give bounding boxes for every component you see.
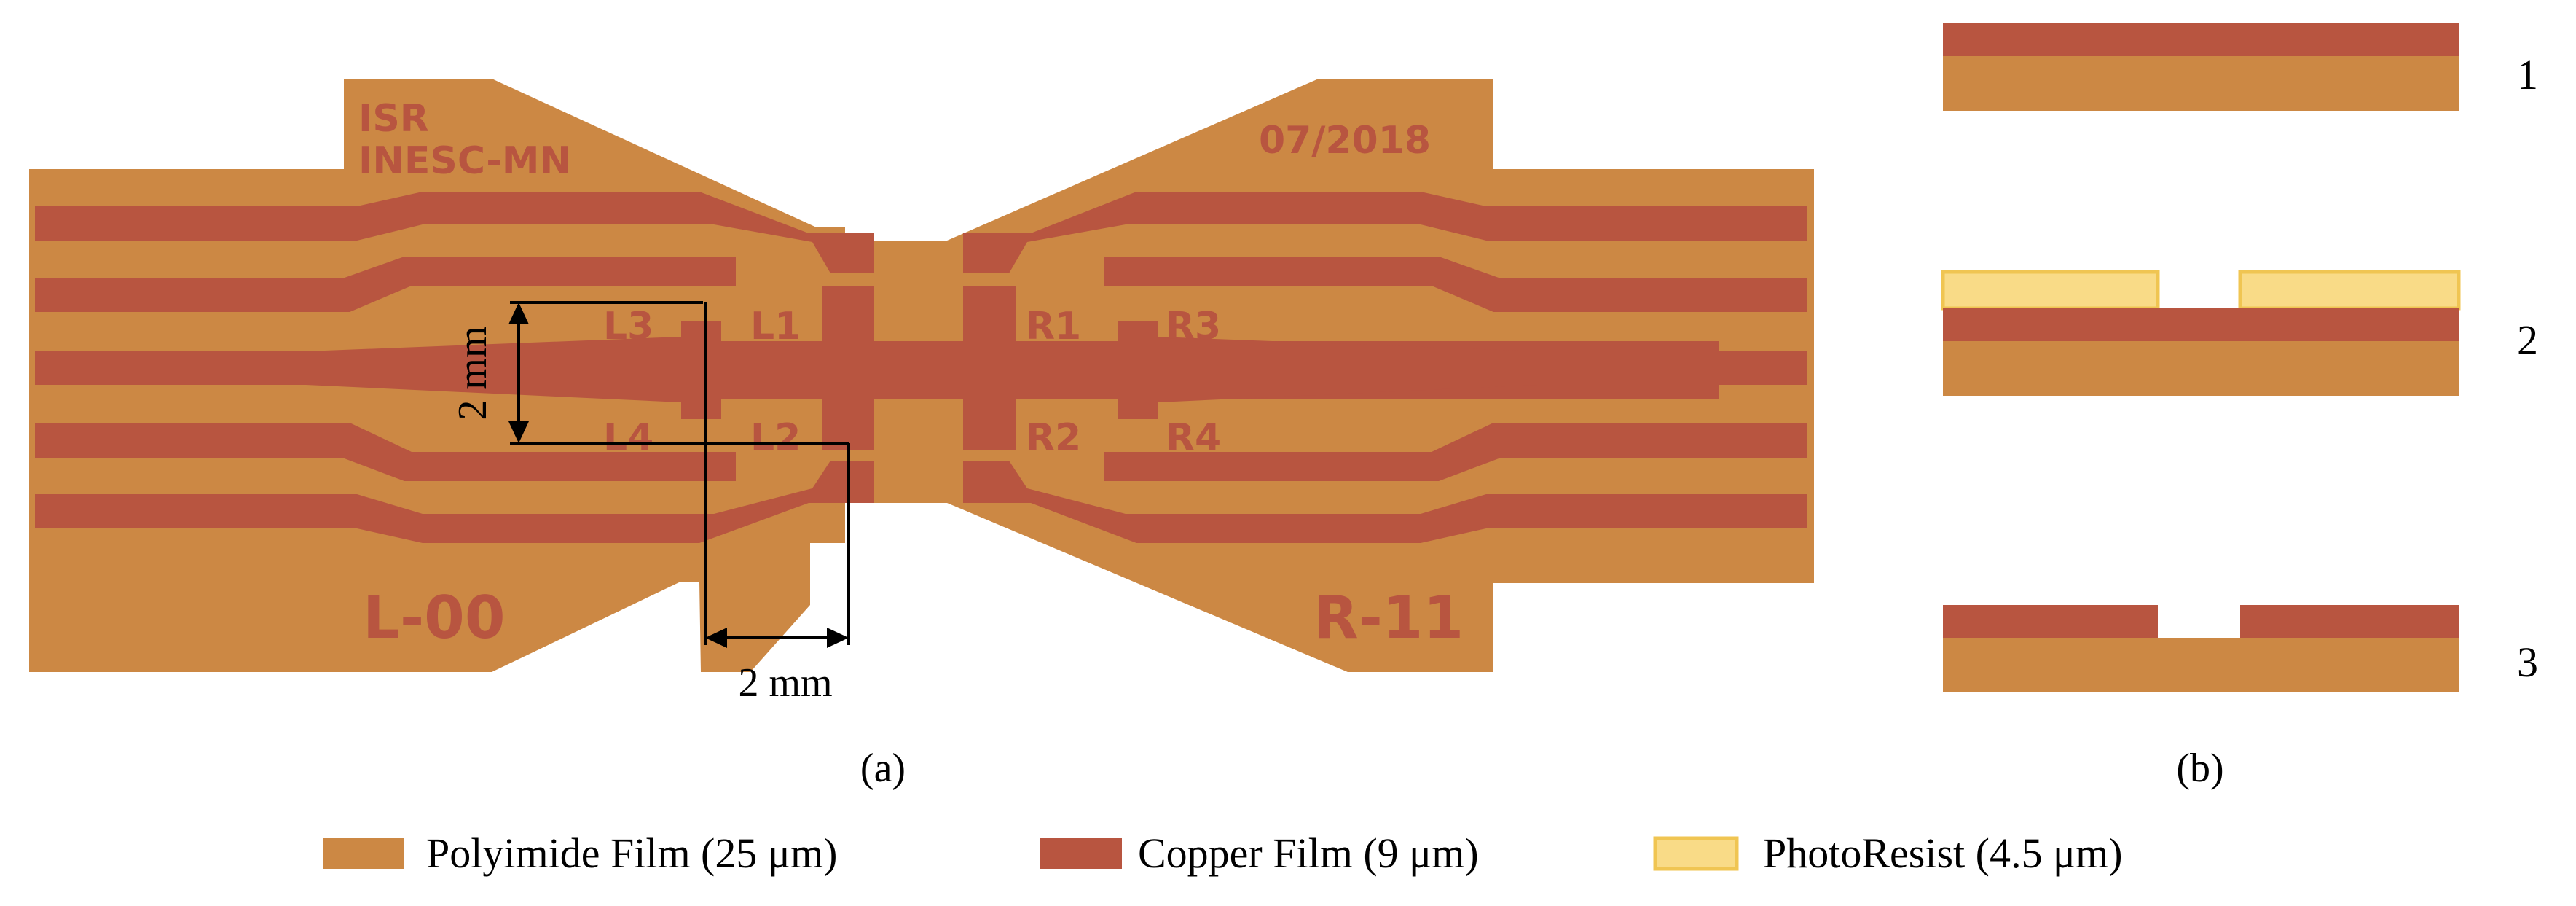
arrowhead-left bbox=[705, 628, 727, 648]
step3-copper-right bbox=[2240, 605, 2459, 638]
pad-r1-center bbox=[963, 286, 1016, 450]
pad-l1-center bbox=[822, 286, 874, 450]
panel-b-caption: (b) bbox=[2176, 746, 2223, 791]
step2-label: 2 bbox=[2517, 316, 2538, 364]
trace-left-3 bbox=[35, 321, 874, 419]
board-right-id: R-11 bbox=[1313, 584, 1464, 652]
board-date: 07/2018 bbox=[1259, 119, 1431, 163]
legend-label-copper: Copper Film (9 μm) bbox=[1138, 829, 1479, 877]
step1-polyimide-layer bbox=[1943, 56, 2459, 111]
electrode-r1: R1 bbox=[1026, 305, 1081, 348]
legend: Polyimide Film (25 μm) Copper Film (9 μm… bbox=[323, 829, 2123, 877]
trace-right-2 bbox=[1104, 257, 1807, 312]
legend-label-polyimide: Polyimide Film (25 μm) bbox=[426, 829, 837, 877]
board-org-line2: INESC-MN bbox=[358, 139, 571, 183]
panel-a-caption: (a) bbox=[860, 746, 906, 791]
legend-item-polyimide: Polyimide Film (25 μm) bbox=[323, 829, 837, 877]
trace-right-4 bbox=[1104, 423, 1807, 481]
arrowhead-right bbox=[827, 628, 849, 648]
arrowhead-down bbox=[508, 421, 529, 443]
electrode-r2: R2 bbox=[1026, 416, 1081, 460]
electrode-r3: R3 bbox=[1166, 305, 1221, 348]
legend-label-photoresist: PhotoResist (4.5 μm) bbox=[1763, 829, 2123, 877]
trace-right-1 bbox=[963, 192, 1807, 273]
dimension-vertical-label: 2 mm bbox=[450, 326, 495, 420]
copper-traces bbox=[35, 192, 1807, 543]
copper-swatch bbox=[1040, 838, 1122, 869]
process-step-3: 3 bbox=[1943, 605, 2538, 692]
trace-left-4 bbox=[35, 423, 736, 481]
electrode-l2: L2 bbox=[750, 416, 801, 460]
dimension-annotations bbox=[510, 301, 850, 645]
panel-a: ISR INESC-MN 07/2018 L-00 R-11 L3 L1 R1 … bbox=[29, 79, 1814, 791]
board-org-line1: ISR bbox=[358, 97, 429, 141]
step2-photoresist-right bbox=[2238, 270, 2461, 311]
trace-left-5 bbox=[35, 461, 874, 543]
step3-polyimide-layer bbox=[1943, 638, 2459, 692]
arrowhead-up bbox=[508, 302, 529, 324]
step1-copper-layer bbox=[1943, 23, 2459, 56]
process-step-2: 2 bbox=[1941, 270, 2538, 396]
step1-label: 1 bbox=[2517, 51, 2538, 98]
step3-label: 3 bbox=[2517, 639, 2538, 686]
electrode-l1: L1 bbox=[750, 305, 801, 348]
process-step-1: 1 bbox=[1943, 23, 2538, 111]
step2-polyimide-layer bbox=[1943, 341, 2459, 396]
legend-item-copper: Copper Film (9 μm) bbox=[1040, 829, 1479, 877]
step2-photoresist-left bbox=[1941, 270, 2160, 311]
dimension-arrowheads bbox=[508, 302, 849, 648]
panel-b: 1 2 3 (b) bbox=[1941, 23, 2538, 791]
trace-left-1 bbox=[35, 192, 874, 273]
dimension-horizontal-label: 2 mm bbox=[738, 660, 832, 706]
trace-right-3 bbox=[1104, 321, 1807, 419]
trace-left-2 bbox=[35, 257, 736, 312]
trace-right-5 bbox=[963, 461, 1807, 543]
step2-copper-layer bbox=[1943, 308, 2459, 341]
electrode-r4: R4 bbox=[1166, 416, 1221, 460]
photoresist-swatch bbox=[1653, 836, 1739, 871]
board-left-id: L-00 bbox=[363, 584, 506, 652]
legend-item-photoresist: PhotoResist (4.5 μm) bbox=[1653, 829, 2123, 877]
electrode-l4: L4 bbox=[603, 416, 653, 460]
polyimide-swatch bbox=[323, 838, 404, 869]
step3-copper-left bbox=[1943, 605, 2158, 638]
electrode-l3: L3 bbox=[603, 305, 653, 348]
